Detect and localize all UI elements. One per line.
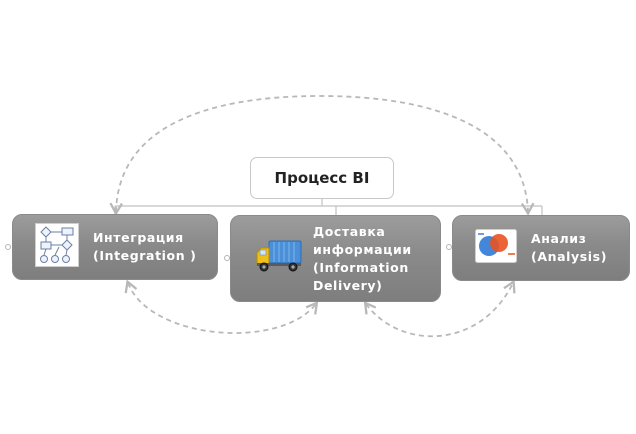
relationship-arrow-integration-delivery[interactable] <box>124 279 319 334</box>
topic-integration[interactable]: Интеграция (Integration ) <box>12 214 218 280</box>
relationship-arrow-integration-analysis[interactable] <box>109 95 535 216</box>
root-topic-label: Процесс BI <box>274 169 370 187</box>
topic-label: Интеграция (Integration ) <box>93 230 197 263</box>
topic-analysis[interactable]: Анализ (Analysis) <box>452 215 630 281</box>
collapse-handle-analysis[interactable] <box>446 244 452 250</box>
flowchart-icon <box>35 222 79 272</box>
topic-delivery[interactable]: Доставка информации (Information Deliver… <box>230 215 441 302</box>
collapse-handle-delivery[interactable] <box>224 255 230 261</box>
topic-label: Доставка информации (Information Deliver… <box>313 223 412 293</box>
venn-chart-icon <box>475 228 517 268</box>
root-topic[interactable]: Процесс BI <box>250 157 394 199</box>
truck-icon <box>255 239 303 278</box>
topic-label: Анализ (Analysis) <box>531 231 608 264</box>
tree-connectors <box>114 199 543 215</box>
collapse-handle-integration[interactable] <box>5 244 11 250</box>
relationship-arrow-delivery-analysis[interactable] <box>363 279 516 338</box>
